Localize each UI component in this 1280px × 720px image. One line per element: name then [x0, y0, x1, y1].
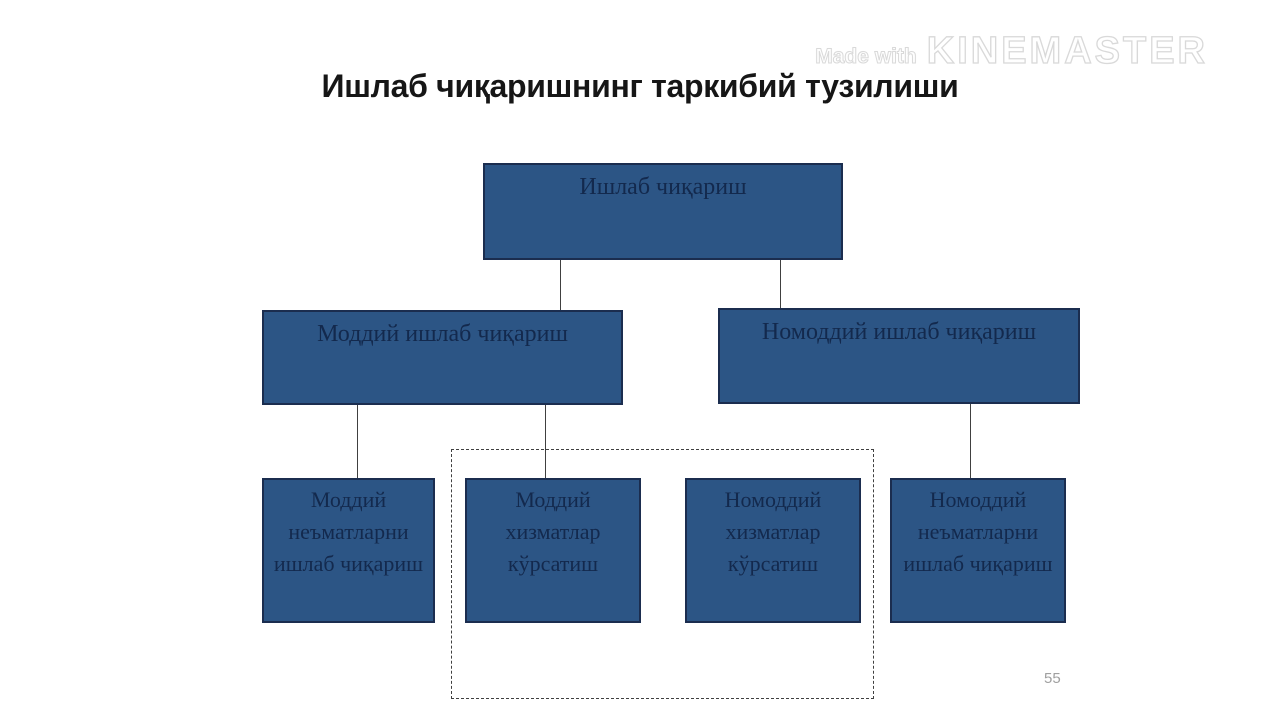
kinemaster-watermark: Made with KINEMASTER: [815, 29, 1208, 73]
node-moddiy-ishlab-chiqarish: Моддий ишлаб чиқариш: [262, 310, 623, 405]
dashed-group-services: [451, 449, 874, 699]
connector-root-to-moddiy: [560, 260, 561, 310]
watermark-made-with-text: Made with: [815, 45, 918, 69]
node-ishlab-chiqarish: Ишлаб чиқариш: [483, 163, 843, 260]
node-nomoddiy-xizmatlar: Номоддий хизматлар кўрсатиш: [685, 478, 861, 623]
connector-moddiy-to-xizmatlar: [545, 405, 546, 478]
connector-root-to-nomoddiy: [780, 260, 781, 308]
connector-nomoddiy-to-nematlar: [970, 404, 971, 478]
node-moddiy-xizmatlar: Моддий хизматлар кўрсатиш: [465, 478, 641, 623]
kinemaster-logo: KINEMASTER: [926, 29, 1208, 72]
node-moddiy-nematlar: Моддий неъматларни ишлаб чиқариш: [262, 478, 435, 623]
node-nomoddiy-nematlar: Номоддий неъматларни ишлаб чиқариш: [890, 478, 1066, 623]
slide-title: Ишлаб чиқаришнинг таркибий тузилиши: [321, 68, 959, 104]
node-nomoddiy-ishlab-chiqarish: Номоддий ишлаб чиқариш: [718, 308, 1080, 404]
page-number: 55: [1044, 670, 1061, 687]
connector-moddiy-to-nematlar: [357, 405, 358, 478]
